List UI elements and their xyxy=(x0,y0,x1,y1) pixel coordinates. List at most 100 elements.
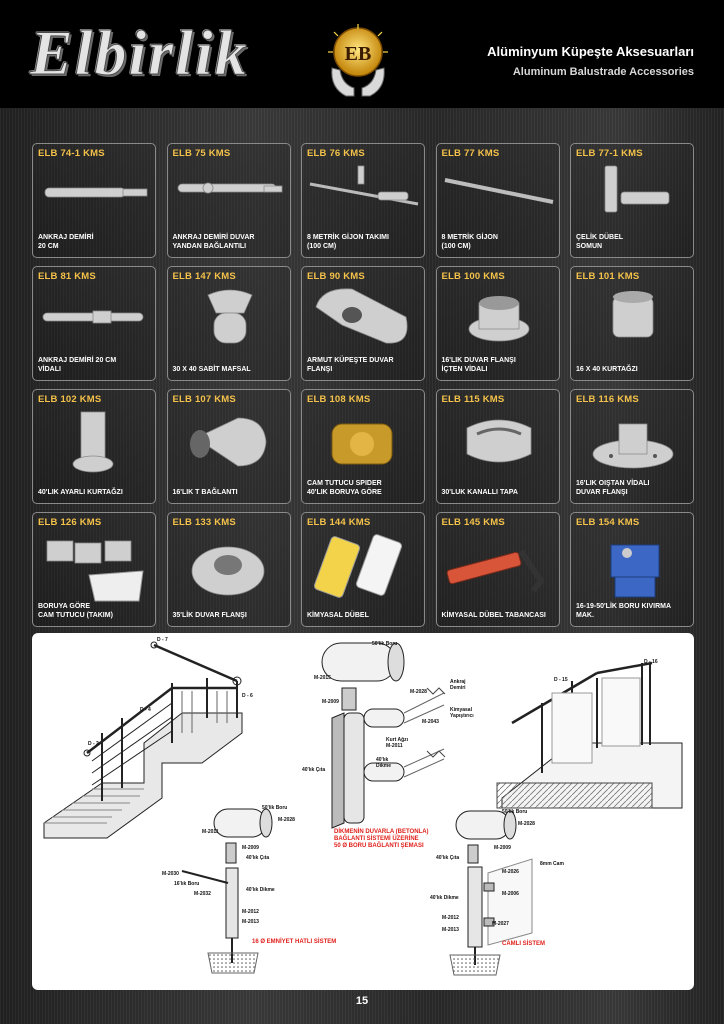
product-name: CAM TUTUCU SPIDER 40'LIK BORUYA GÖRE xyxy=(307,480,382,496)
hands-emblem-icon: EB xyxy=(328,24,388,97)
side-anchor-icon xyxy=(177,182,282,194)
product-name: 16'LIK DUVAR FLANŞI İÇTEN VİDALI xyxy=(441,357,516,373)
emblem-letters: EB xyxy=(345,43,372,65)
pear-flange-icon xyxy=(315,288,408,344)
product-name: 8 METRİK GİJON (100 CM) xyxy=(441,234,498,250)
product-code: ELB 76 KMS xyxy=(307,148,365,159)
product-card-elb-116-kms: ELB 116 KMS 16'LIK OIŞTAN VİDALI DUVAR F… xyxy=(570,389,694,504)
product-name: 16 X 40 KURTAĞZI xyxy=(576,365,638,373)
product-name: 8 METRİK GİJON TAKIMI (100 CM) xyxy=(307,234,389,250)
product-name: KİMYASAL DÜBEL TABANCASI xyxy=(441,611,546,619)
page-subtitle: Aluminum Balustrade Accessories xyxy=(512,66,694,78)
product-code: ELB 133 KMS xyxy=(172,517,236,528)
label-ankraj: Ankraj Demiri xyxy=(450,679,466,691)
product-card-elb-90-kms: ELB 90 KMS ARMUT KÜPEŞTE DUVAR FLANŞI xyxy=(301,266,425,381)
product-code: ELB 101 KMS xyxy=(576,271,640,282)
label-c-cita: 40'lık Çıta xyxy=(436,855,460,861)
label-c-m2013: M-2013 xyxy=(442,927,459,933)
label-d4: D - 4 xyxy=(140,707,151,713)
caption-safety: 16 Ø EMNİYET HATLI SİSTEM xyxy=(252,939,337,945)
fixed-joint-icon xyxy=(206,289,253,344)
product-card-elb-75-kms: ELB 75 KMS ANKRAJ DEMİRİ DUVAR YANDAN BA… xyxy=(166,143,291,258)
diagram-drawing xyxy=(43,641,683,976)
label-c-m2012: M-2012 xyxy=(442,915,459,921)
product-name: 16'LIK OIŞTAN VİDALI DUVAR FLANŞI xyxy=(576,480,650,496)
product-code: ELB 126 KMS xyxy=(38,517,102,528)
label-m2015: M-2015 xyxy=(314,675,331,681)
screw-anchor-icon xyxy=(42,310,144,324)
product-name: BORUYA GÖRE CAM TUTUCU (TAKIM) xyxy=(38,603,113,619)
label-c-cam: 8mm Cam xyxy=(540,861,564,867)
label-c-m2009: M-2009 xyxy=(494,845,511,851)
label-d6: D - 6 xyxy=(242,693,253,699)
label-kimyasal: Kimyasal Yapıştırıcı xyxy=(450,707,474,719)
glass-stair-drawing xyxy=(496,661,683,809)
product-card-elb-133-kms: ELB 133 KMS 35'LİK DUVAR FLANŞI xyxy=(166,512,291,627)
glass-holder-set-icon xyxy=(46,540,144,602)
product-card-elb-101-kms: ELB 101 KMS 16 X 40 KURTAĞZI xyxy=(570,266,694,381)
page-header: Elbirlik EB Alüminyum Küpeşte Aksesuarla… xyxy=(0,0,724,108)
caption-wall: DİKMENİN DUVARLA (BETONLA) BAĞLANTI SİST… xyxy=(334,829,429,849)
installation-diagram: D - 7 D - 6 D - 4 D - 2 D - 16 D - 15 50… xyxy=(32,633,694,990)
product-code: ELB 74-1 KMS xyxy=(38,148,105,159)
product-name: ÇELİK DÜBEL SOMUN xyxy=(576,234,624,250)
product-card-elb-100-kms: ELB 100 KMS 16'LIK DUVAR FLANŞI İÇTEN Vİ… xyxy=(435,266,560,381)
product-card-elb-81-kms: ELB 81 KMS ANKRAJ DEMİRİ 20 CM VİDALI xyxy=(32,266,156,381)
product-code: ELB 116 KMS xyxy=(576,394,639,405)
product-name: 16'LIK T BAĞLANTI xyxy=(172,488,238,496)
product-code: ELB 81 KMS xyxy=(38,271,96,282)
anchor-rod-icon xyxy=(44,187,148,198)
wall-flange-icon xyxy=(468,296,529,342)
product-name: ANKRAJ DEMİRİ 20 CM xyxy=(38,234,94,250)
label-d2: D - 2 xyxy=(88,741,99,747)
t-connector-icon xyxy=(189,417,266,467)
threaded-rod-set-icon xyxy=(309,165,419,206)
wolf-mouth-icon xyxy=(612,291,654,338)
page-title: Alüminyum Küpeşte Aksesuarları xyxy=(487,44,694,59)
label-c-boru50: 50'lik Boru xyxy=(502,809,528,815)
product-card-elb-145-kms: ELB 145 KMS KİMYASAL DÜBEL TABANCASI xyxy=(435,512,560,627)
product-code: ELB 107 KMS xyxy=(172,394,236,405)
glass-system-drawing xyxy=(449,810,533,976)
product-name: 30 X 40 SABİT MAFSAL xyxy=(172,365,251,373)
label-b-m2032: M-2032 xyxy=(194,891,211,897)
product-card-elb-154-kms: ELB 154 KMS 16-19-50'LİK BORU KIVIRMA MA… xyxy=(570,512,694,627)
product-card-elb-74-1-kms: ELB 74-1 KMS ANKRAJ DEMİRİ 20 CM xyxy=(32,143,156,258)
threaded-rod-icon xyxy=(444,178,553,204)
product-code: ELB 115 KMS xyxy=(441,394,505,405)
wall-connection-drawing xyxy=(321,642,446,829)
product-card-elb-144-kms: ELB 144 KMS KİMYASAL DÜBEL xyxy=(301,512,425,627)
product-code: ELB 108 KMS xyxy=(307,394,371,405)
label-b-boru50: 50'lik Boru xyxy=(262,805,288,811)
label-b-boru16: 16'lık Boru xyxy=(174,881,200,887)
product-code: ELB 100 KMS xyxy=(441,271,505,282)
product-code: ELB 102 KMS xyxy=(38,394,102,405)
safety-line-drawing xyxy=(181,808,273,974)
product-card-elb-126-kms: ELB 126 KMS BORUYA GÖRE CAM TUTUCU (TAKI… xyxy=(32,512,156,627)
label-b-dikme: 40'lık Dikme xyxy=(246,887,275,893)
label-b-m2030: M-2030 xyxy=(162,871,179,877)
product-card-elb-115-kms: ELB 115 KMS 30'LUK KANALLI TAPA xyxy=(435,389,560,504)
label-m2043: M-2043 xyxy=(422,719,439,725)
product-name: 16-19-50'LİK BORU KIVIRMA MAK. xyxy=(576,603,671,619)
product-name: 30'LUK KANALLI TAPA xyxy=(441,488,518,496)
staircase-drawing xyxy=(43,641,243,839)
label-b-m2012: M-2012 xyxy=(242,909,259,915)
label-c-m2027: M-2027 xyxy=(492,921,509,927)
label-m2009: M-2009 xyxy=(322,699,339,705)
product-code: ELB 77 KMS xyxy=(441,148,500,159)
product-name: KİMYASAL DÜBEL xyxy=(307,611,369,619)
product-code: ELB 147 KMS xyxy=(172,271,236,282)
product-code: ELB 154 KMS xyxy=(576,517,640,528)
product-name: 40'LIK AYARLI KURTAĞZI xyxy=(38,488,123,496)
product-card-elb-108-kms: ELB 108 KMS CAM TUTUCU SPIDER 40'LIK BOR… xyxy=(301,389,425,504)
product-code: ELB 75 KMS xyxy=(172,148,231,159)
label-kurt: Kurt Ağzı M-2011 xyxy=(386,737,409,749)
label-c-m2028: M-2028 xyxy=(518,821,535,827)
label-d15: D - 15 xyxy=(554,677,568,683)
product-name: 35'LİK DUVAR FLANŞI xyxy=(172,611,247,619)
label-d7: D - 7 xyxy=(157,637,168,643)
label-boru50: 50'lik Boru xyxy=(372,641,398,647)
product-code: ELB 145 KMS xyxy=(441,517,505,528)
product-grid: ELB 74-1 KMS ANKRAJ DEMİRİ 20 CM ELB 75 … xyxy=(32,143,694,627)
